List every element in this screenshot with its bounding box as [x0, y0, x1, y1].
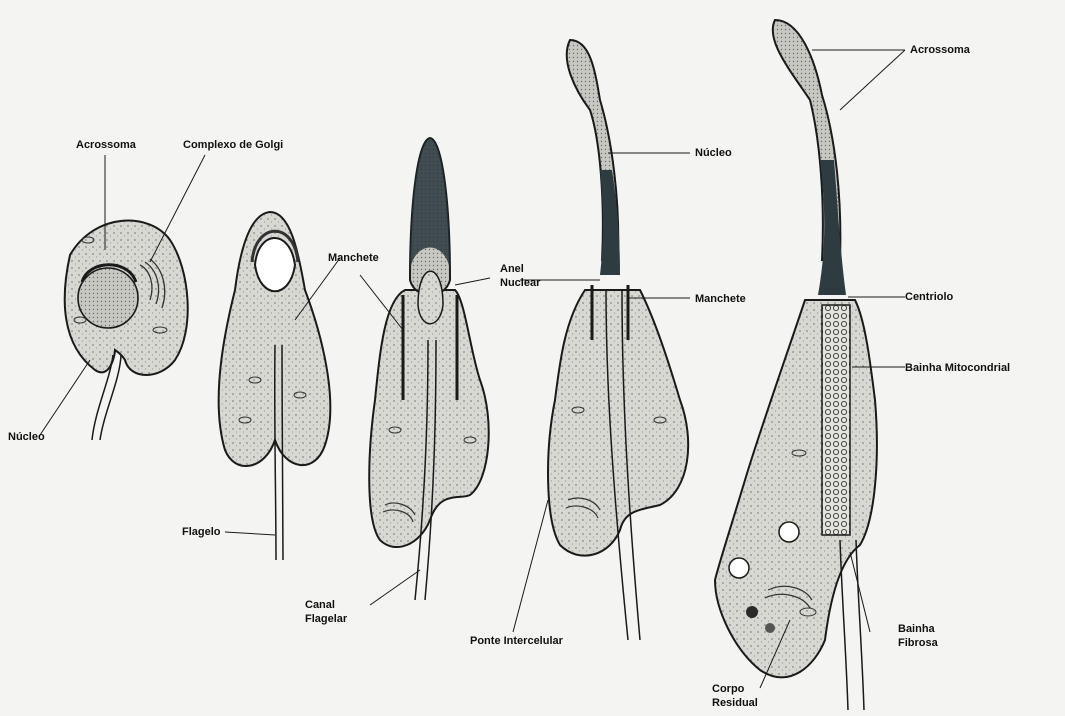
- stage-3-spermatid: [369, 138, 488, 600]
- label-canal-flagelar-line2: Flagelar: [305, 613, 347, 625]
- stage-2-acrosome: [255, 238, 295, 291]
- label-flagelo: Flagelo: [182, 525, 221, 539]
- label-ponte-intercelular: Ponte Intercelular: [470, 634, 563, 648]
- label-corpo-residual: Corpo Residual: [712, 682, 802, 710]
- label-acrossoma-stage-1: Acrossoma: [76, 138, 136, 152]
- label-bainha-fibrosa-line2: Fibrosa: [898, 637, 938, 649]
- label-manchete-stage-4: Manchete: [695, 292, 746, 306]
- stage-5-cell-body: [715, 300, 877, 677]
- stage-5-mitochondrial-sheath: [822, 305, 850, 535]
- stage-1-nucleus: [78, 268, 138, 328]
- label-canal-flagelar: Canal Flagelar: [305, 598, 395, 626]
- label-corpo-residual-line2: Residual: [712, 697, 758, 709]
- stage-2-spermatid: [219, 212, 331, 560]
- label-anel-nuclear: Anel Nuclear: [500, 262, 590, 290]
- label-bainha-fibrosa-line1: Bainha: [898, 623, 935, 635]
- label-bainha-fibrosa: Bainha Fibrosa: [898, 622, 988, 650]
- label-bainha-mitocondrial: Bainha Mitocondrial: [905, 361, 1010, 375]
- label-nucleo-stage-4: Núcleo: [695, 146, 732, 160]
- label-anel-nuclear-line1: Anel: [500, 263, 524, 275]
- stage-4-cell-body: [548, 290, 688, 556]
- label-complexo-de-golgi: Complexo de Golgi: [183, 138, 283, 152]
- stage-4-nucleus-dark: [600, 170, 620, 275]
- label-manchete-stage-3: Manchete: [328, 251, 379, 265]
- label-centriolo: Centriolo: [905, 290, 953, 304]
- stage-1-spermatid: [65, 221, 188, 440]
- label-nucleo-stage-1: Núcleo: [8, 430, 45, 444]
- label-acrossoma-stage-5: Acrossoma: [910, 43, 970, 57]
- stage-5-spermatid: [715, 20, 877, 710]
- stage-3-cell-body: [369, 290, 488, 547]
- stage-4-spermatid: [548, 40, 688, 640]
- label-anel-nuclear-line2: Nuclear: [500, 277, 540, 289]
- label-canal-flagelar-line1: Canal: [305, 599, 335, 611]
- label-corpo-residual-line1: Corpo: [712, 683, 744, 695]
